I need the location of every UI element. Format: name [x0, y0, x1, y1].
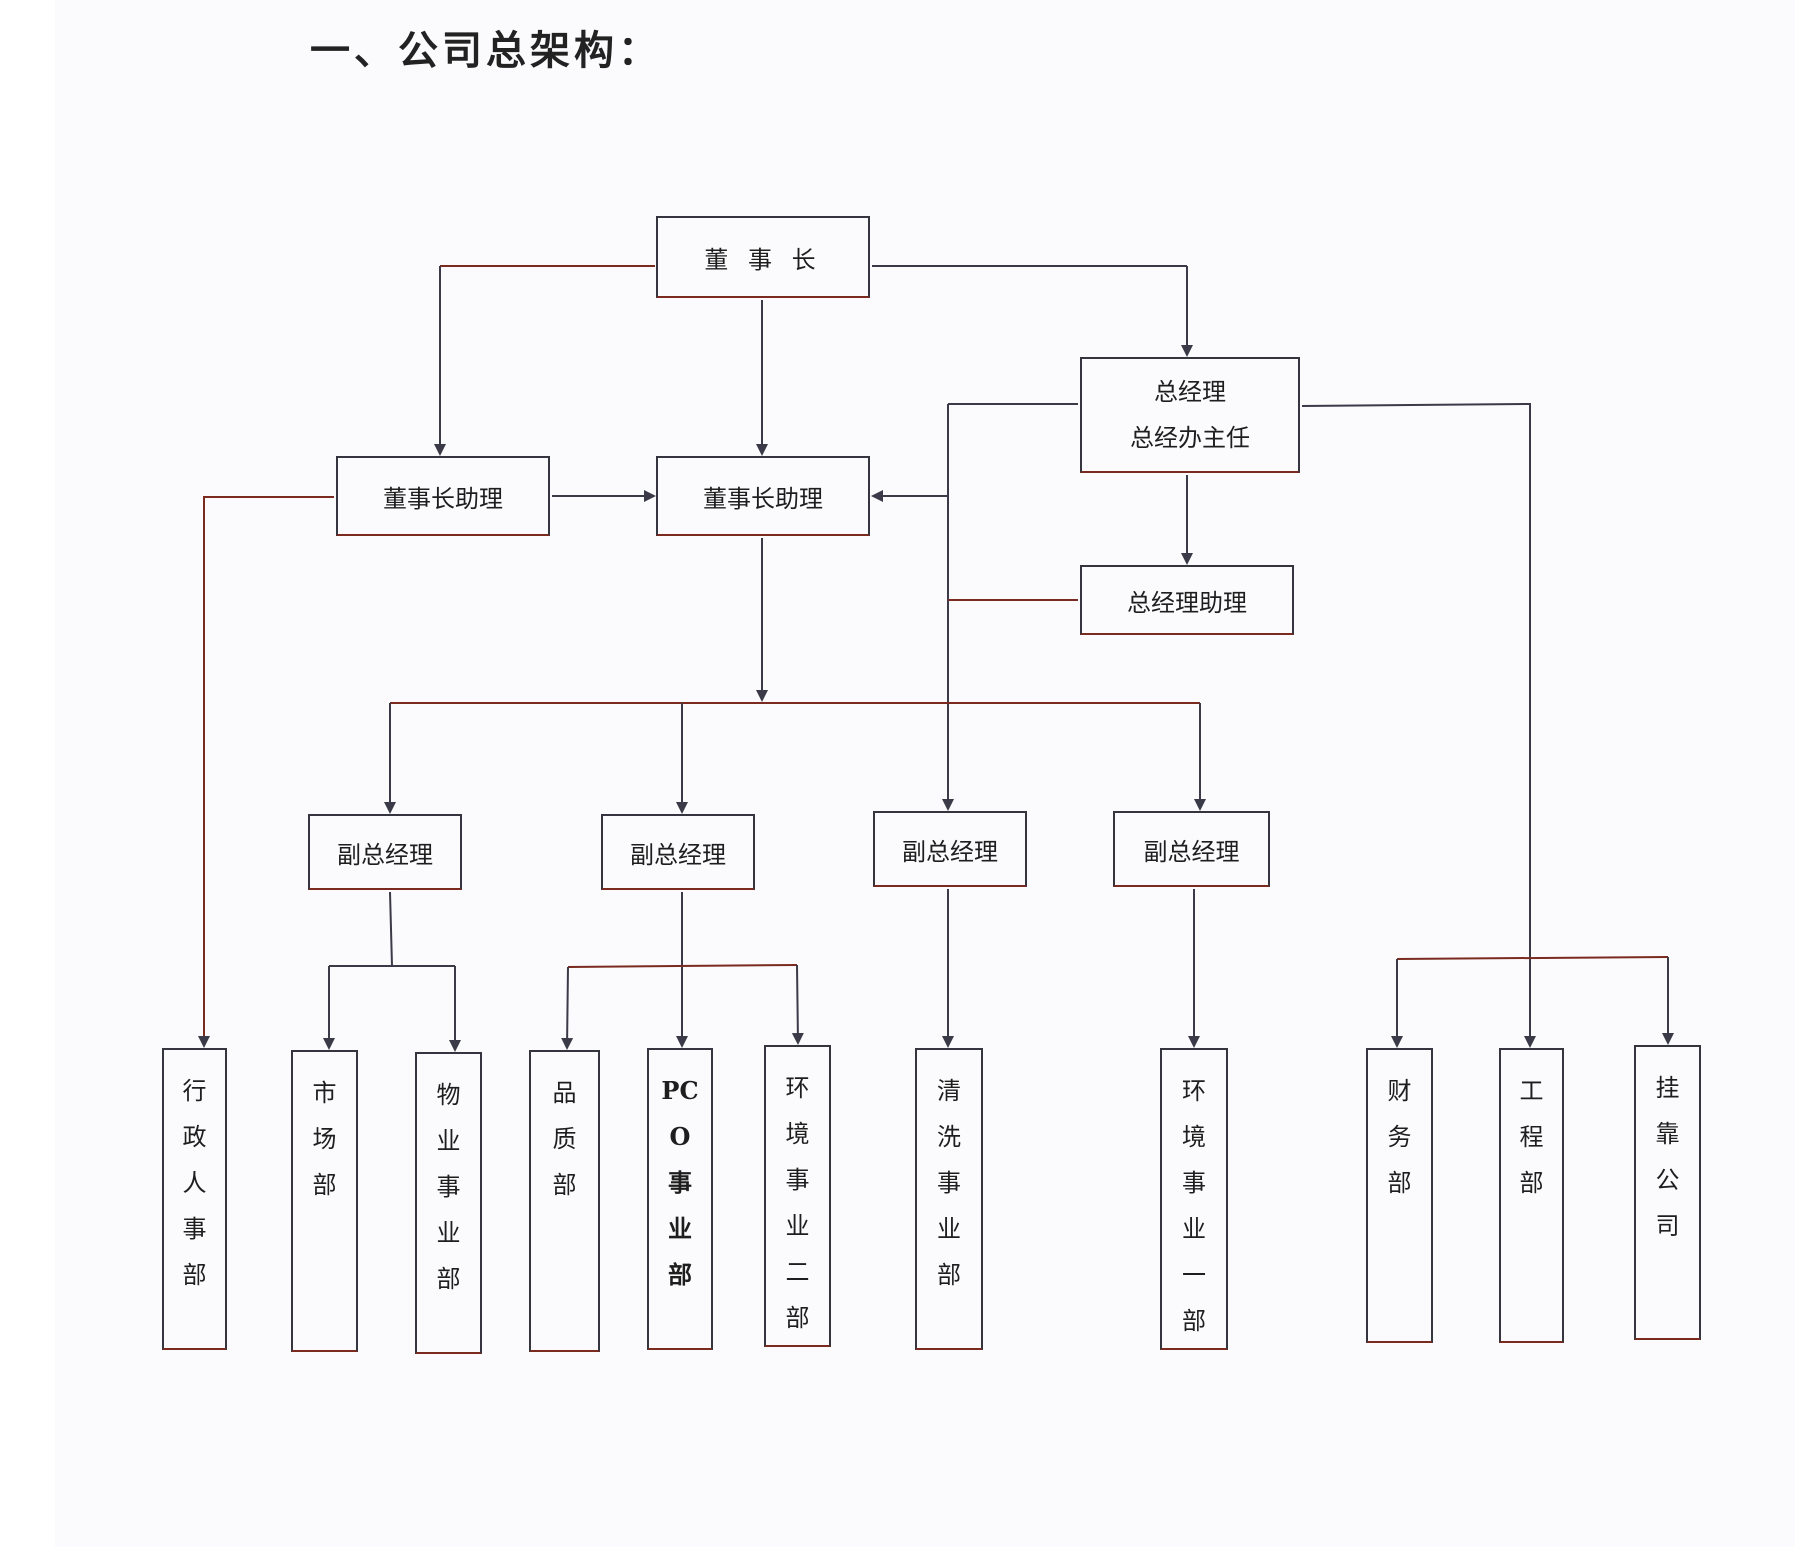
node-vp-1: 副总经理 [308, 814, 462, 890]
connector-25 [561, 966, 574, 1050]
node-admin-hr: 行政人事部 [162, 1048, 227, 1350]
node-quality: 品质部 [529, 1050, 600, 1352]
node-vp-3: 副总经理 [873, 811, 1027, 887]
node-gm-assistant-label: 总经理助理 [1127, 588, 1247, 617]
node-affiliate-label: 挂靠公司 [1655, 1074, 1680, 1240]
node-vp-2-label: 副总经理 [630, 840, 726, 869]
node-cleaning-label: 清洗事业部 [937, 1077, 961, 1289]
node-vp-4-label: 副总经理 [1143, 837, 1240, 866]
node-admin-hr-label: 行政人事部 [182, 1077, 207, 1289]
node-cleaning: 清洗事业部 [915, 1048, 983, 1350]
node-general-manager-line2: 总经办主任 [1130, 424, 1250, 452]
connector-7 [198, 496, 334, 1048]
node-property-label: 物业事业部 [436, 1081, 461, 1293]
node-finance: 财务部 [1366, 1048, 1433, 1343]
node-chairman-label: 董 事 长 [704, 245, 822, 274]
node-chairman-assistant-left-label: 董事长助理 [383, 484, 503, 513]
node-general-manager: 总经理 总经办主任 [1080, 357, 1300, 473]
connector-19 [389, 891, 393, 967]
node-env-2-label: 环境事业二部 [785, 1074, 810, 1332]
node-market-label: 市场部 [312, 1079, 337, 1199]
node-quality-label: 品质部 [552, 1079, 577, 1199]
node-affiliate: 挂靠公司 [1634, 1045, 1701, 1340]
page-title: 一、公司总架构： [310, 27, 662, 74]
node-engineering: 工程部 [1499, 1048, 1564, 1343]
node-gm-assistant: 总经理助理 [1080, 565, 1294, 635]
node-chairman-assistant-left: 董事长助理 [336, 456, 550, 536]
node-vp-2: 副总经理 [601, 814, 755, 890]
connector-13 [1301, 402, 1536, 1048]
node-chairman: 董 事 长 [656, 216, 870, 298]
node-vp-1-label: 副总经理 [337, 840, 433, 869]
node-env-1: 环境事业一部 [1160, 1048, 1228, 1350]
node-engineering-label: 工程部 [1519, 1077, 1544, 1197]
node-pco: PCO事业部 [647, 1048, 713, 1350]
node-chairman-assistant-center-label: 董事长助理 [703, 484, 823, 513]
node-general-manager-line1: 总经理 [1154, 378, 1226, 406]
node-chairman-assistant-center: 董事长助理 [656, 456, 870, 536]
node-env-2: 环境事业二部 [764, 1045, 831, 1347]
node-vp-3-label: 副总经理 [902, 837, 998, 866]
node-market: 市场部 [291, 1050, 358, 1352]
node-pco-label: PCO事业部 [661, 1076, 699, 1289]
connector-26 [791, 964, 804, 1045]
document-page [55, 0, 1795, 1547]
node-env-1-label: 环境事业一部 [1182, 1077, 1206, 1335]
connector-24 [567, 964, 798, 968]
connector-29 [1396, 956, 1669, 960]
node-finance-label: 财务部 [1387, 1077, 1412, 1197]
node-vp-4: 副总经理 [1113, 811, 1270, 887]
node-property: 物业事业部 [415, 1052, 482, 1354]
